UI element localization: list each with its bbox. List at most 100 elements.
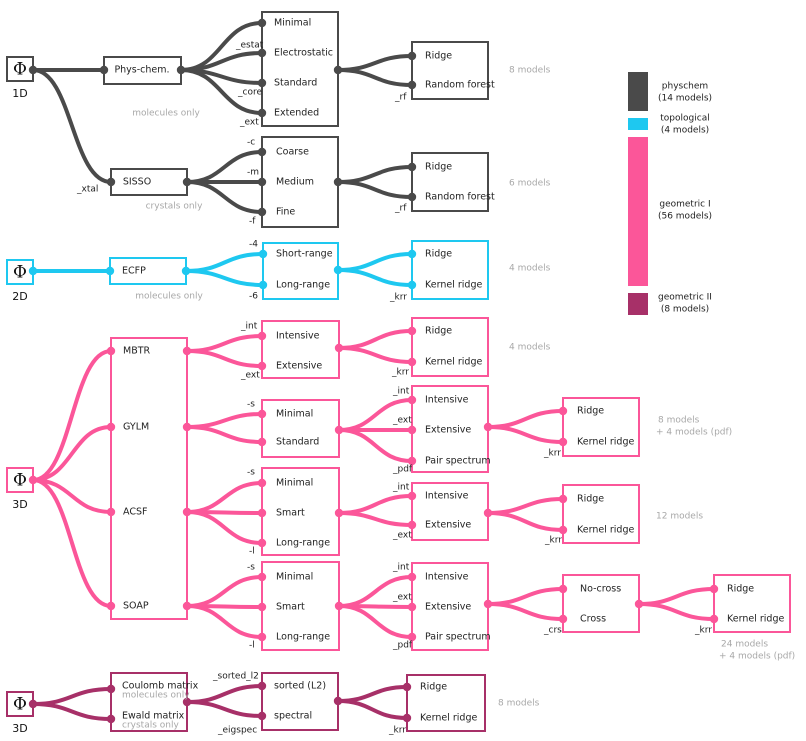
core-suffix: _core — [237, 88, 262, 98]
acsf-models-box — [562, 484, 640, 544]
sorted-l2-suffix: _sorted_l2 — [212, 672, 259, 682]
matrix-variant-curve — [185, 684, 264, 704]
molecules-only-note: molecules only — [135, 292, 203, 302]
phi-box — [6, 467, 34, 493]
variant-dot — [257, 48, 267, 58]
level-2d-label: 2D — [12, 290, 27, 303]
gylm-branch-dot — [334, 425, 344, 435]
descriptor-in-dot — [106, 507, 116, 517]
pdf-suffix: _pdf — [392, 641, 413, 651]
connector-dots — [28, 18, 719, 724]
m-suffix: -m — [247, 168, 259, 178]
ext-suffix: _ext — [392, 593, 412, 603]
ecfp-variant-label: Short-range — [276, 249, 333, 260]
model-dot — [407, 192, 417, 202]
ext-suffix: _ext — [239, 118, 259, 128]
legend-label: physchem — [662, 82, 708, 92]
variant-dot — [257, 602, 267, 612]
physchem-variant-curve — [179, 68, 264, 115]
soap-variants-box — [261, 561, 340, 651]
legend-label: geometric II — [658, 293, 712, 303]
gylm-variants-box — [261, 399, 340, 458]
acsf-agg-curve — [337, 494, 414, 515]
cross-dot — [558, 614, 568, 624]
mbtr-variant-curve — [185, 349, 264, 368]
matrix-model-curve — [336, 699, 409, 720]
model-dot — [709, 614, 719, 624]
mbtr-branch-dot — [334, 343, 344, 353]
physchem-variant-label: Extended — [274, 108, 319, 119]
pdf-suffix: _pdf — [392, 465, 413, 475]
mbtr-model-count: 4 models — [509, 343, 551, 353]
descriptor-label: SOAP — [123, 601, 149, 612]
rf-suffix: _rf — [394, 204, 407, 214]
soap-agg-label: Pair spectrum — [425, 632, 491, 643]
acsf-variant-curve — [185, 510, 264, 545]
int-suffix: _int — [392, 387, 410, 397]
legend-count: (4 models) — [661, 126, 709, 136]
c-suffix: -c — [247, 138, 255, 148]
crs-suffix: _crs — [543, 626, 562, 636]
int-suffix: _int — [392, 483, 410, 493]
physchem-variant-curve — [179, 51, 264, 72]
acsf-model-curve — [486, 497, 565, 515]
ecfp-in-dot — [105, 266, 115, 276]
agg-dot — [407, 520, 417, 530]
soap-cross-label: Cross — [580, 614, 606, 625]
l-suffix: -l — [249, 547, 255, 557]
krr-suffix: _krr — [388, 726, 406, 736]
mbtr-model-label: Kernel ridge — [425, 357, 482, 368]
agg-dot — [407, 572, 417, 582]
soap-agg-curve — [337, 604, 414, 639]
soap-agg-label: Extensive — [425, 602, 471, 613]
ewald-note: crystals only — [122, 721, 179, 731]
gylm-model-curve — [486, 409, 565, 429]
ecfp-variant-label: Long-range — [276, 280, 330, 291]
sisso-model-count: 6 models — [509, 179, 551, 189]
agg-dot — [407, 632, 417, 642]
coulomb-label: Coulomb matrix — [122, 681, 199, 692]
model-dot — [407, 80, 417, 90]
descriptor-out-dot — [182, 346, 192, 356]
variant-dot — [257, 478, 267, 488]
ecfp-model-label: Kernel ridge — [425, 280, 482, 291]
legend-label: geometric I — [659, 200, 710, 210]
ecfp6-suffix: -6 — [249, 292, 258, 302]
krr-suffix: _krr — [389, 293, 407, 303]
model-dot — [402, 713, 412, 723]
level-3d-label: 3D — [12, 498, 27, 511]
soap-variant-label: Long-range — [276, 632, 330, 643]
soap-model-curve — [637, 587, 716, 606]
variant-dot — [257, 361, 267, 371]
sisso-variant-label: Medium — [276, 177, 314, 188]
legend-count: (56 models) — [658, 212, 712, 222]
soap-model-count: 24 models — [721, 640, 768, 650]
descriptor-out-dot — [182, 422, 192, 432]
gylm-model-label: Ridge — [577, 406, 604, 417]
gylm-agg-curve — [337, 428, 414, 463]
descriptor-label: MBTR — [123, 346, 151, 357]
node-boxes — [6, 11, 791, 732]
variant-dot — [257, 147, 267, 157]
gylm-agg-box — [411, 385, 489, 473]
descriptor-in-dot — [106, 601, 116, 611]
acsf-agg-curve — [337, 511, 414, 527]
mbtr-models-box — [411, 317, 489, 377]
variant-dot — [257, 681, 267, 691]
soap-cross-curve — [486, 602, 565, 621]
mbtr-model-curve — [337, 346, 414, 364]
ecfp-model-curve — [336, 268, 414, 287]
variant-dot — [257, 18, 267, 28]
rf-suffix: _rf — [394, 93, 407, 103]
physchem-models-box — [411, 41, 489, 100]
phi-to-descriptor-curve — [31, 349, 113, 482]
soap-cross-curve — [486, 587, 565, 606]
cross-dot — [558, 584, 568, 594]
variant-dot — [257, 538, 267, 548]
krr-suffix: _krr — [544, 536, 562, 546]
variant-dot — [258, 280, 268, 290]
acsf-agg-out-dot — [483, 508, 493, 518]
phi-to-descriptor-curve — [31, 478, 113, 514]
